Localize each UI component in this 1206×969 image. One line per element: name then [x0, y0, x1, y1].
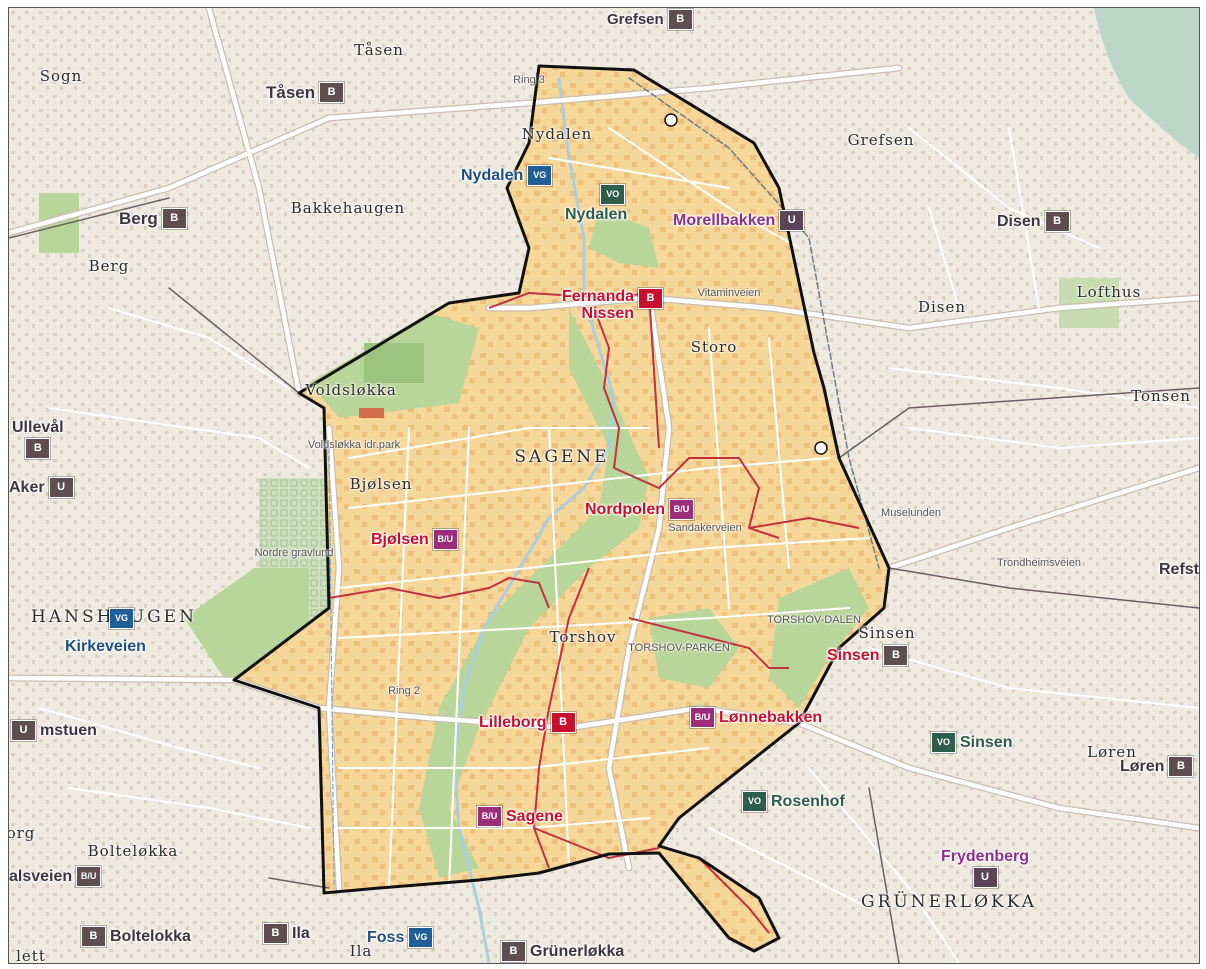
- school-alsveien-name: alsveien: [9, 868, 73, 885]
- school-fernanda-nissen-name-line2: Nissen: [581, 305, 635, 322]
- school-nydalen-vo[interactable]: VO Nydalen: [565, 184, 627, 223]
- school-ullevaal-badge: B: [25, 438, 51, 459]
- district-border: [232, 64, 891, 953]
- akerselva-river: [452, 77, 616, 963]
- school-sagene[interactable]: B/U Sagene: [477, 806, 563, 827]
- school-bjolsen[interactable]: Bjølsen B/U: [371, 529, 458, 550]
- school-boltelokka-name: Boltelokka: [110, 928, 191, 945]
- school-ullevaal-u-name: mstuen: [40, 722, 97, 739]
- school-sinsen-vo[interactable]: VO Sinsen: [931, 732, 1012, 753]
- school-aker-name: Aker: [9, 479, 45, 496]
- school-grefsen-name: Grefsen: [607, 11, 664, 28]
- school-rosenhof[interactable]: VO Rosenhof: [742, 791, 845, 812]
- metro-station-marker: [664, 113, 678, 127]
- school-ullevaal-u[interactable]: U mstuen: [11, 720, 97, 741]
- school-loren-name: Løren: [1120, 758, 1165, 775]
- school-kirkeveien[interactable]: Kirkeveien: [65, 638, 146, 655]
- school-frydenberg-badge: U: [972, 867, 998, 888]
- school-nydalen-vo-name: Nydalen: [565, 206, 628, 223]
- school-kirkeveien-name: Kirkeveien: [65, 638, 146, 655]
- school-bjolsen-name: Bjølsen: [371, 531, 429, 548]
- school-tasen-badge: B: [319, 82, 345, 103]
- school-rosenhof-name: Rosenhof: [771, 793, 845, 810]
- school-boltelokka[interactable]: B Boltelokka: [81, 926, 191, 947]
- school-ullevaal-u-badge: U: [11, 720, 36, 741]
- school-frydenberg[interactable]: Frydenberg U: [941, 848, 1029, 888]
- school-refstad-name: Refst: [1159, 561, 1200, 578]
- school-grunerlokka[interactable]: B Grünerløkka: [501, 941, 624, 962]
- park-river: [419, 308, 649, 878]
- school-boltelokka-badge: B: [81, 926, 106, 947]
- school-sinsen-name: Sinsen: [827, 647, 880, 664]
- school-bjolsen-badge: B/U: [432, 529, 458, 550]
- school-lonnebakken-name: Lønnebakken: [719, 709, 823, 726]
- school-nordpolen-name: Nordpolen: [585, 501, 665, 518]
- school-morellbakken-badge: U: [779, 210, 805, 231]
- school-disen-name: Disen: [997, 213, 1041, 230]
- school-nordpolen-badge: B/U: [669, 499, 694, 520]
- school-rosenhof-badge: VO: [742, 791, 767, 812]
- school-nydalen-vgs-name: Nydalen: [461, 167, 524, 184]
- school-foss-badge: VG: [408, 927, 434, 948]
- school-lilleborg-badge: B: [550, 712, 576, 733]
- school-ila-badge: B: [263, 923, 288, 944]
- map-canvas[interactable]: [9, 8, 1199, 963]
- school-foss[interactable]: Foss VG: [367, 927, 434, 948]
- school-lilleborg[interactable]: Lilleborg B: [479, 712, 576, 733]
- red-track: [359, 408, 384, 418]
- school-fernanda-nissen-name: Fernanda Nissen: [562, 288, 634, 322]
- road-network: [9, 8, 1199, 963]
- school-ila-name: Ila: [292, 925, 310, 942]
- school-ila[interactable]: B Ila: [263, 923, 310, 944]
- school-aker[interactable]: Aker U: [9, 477, 74, 498]
- school-ullevaal[interactable]: Ullevål B: [12, 419, 64, 459]
- school-st-hanshaugen-vgs-badge: VG: [109, 608, 134, 629]
- subdistrict-borders: [328, 291, 860, 934]
- school-tasen-name: Tåsen: [266, 83, 316, 102]
- school-disen[interactable]: Disen B: [997, 211, 1070, 232]
- school-lonnebakken-badge: B/U: [690, 707, 715, 728]
- school-sagene-badge: B/U: [477, 806, 502, 827]
- school-grunerlokka-badge: B: [501, 941, 526, 962]
- school-sinsen-badge: B: [883, 645, 909, 666]
- school-grefsen[interactable]: Grefsen B: [607, 9, 693, 30]
- park-torshovdalen: [769, 568, 869, 708]
- school-fernanda-nissen-name-line1: Fernanda: [562, 288, 635, 305]
- school-fernanda-nissen[interactable]: Fernanda Nissen B: [562, 288, 664, 322]
- school-morellbakken-name: Morellbakken: [673, 212, 776, 229]
- school-frydenberg-name: Frydenberg: [941, 848, 1030, 865]
- school-loren-badge: B: [1168, 756, 1194, 777]
- park-hill: [589, 208, 659, 268]
- school-sinsen-vo-badge: VO: [931, 732, 956, 753]
- school-refstad[interactable]: Refst: [1159, 561, 1199, 578]
- school-nydalen-vgs-badge: VG: [527, 165, 553, 186]
- school-ullevaal-name: Ullevål: [12, 419, 64, 436]
- school-sagene-name: Sagene: [506, 808, 563, 825]
- school-st-hanshaugen-vgs[interactable]: VG: [109, 608, 134, 629]
- school-sinsen[interactable]: Sinsen B: [827, 645, 909, 666]
- school-morellbakken[interactable]: Morellbakken U: [673, 210, 805, 231]
- school-loren[interactable]: Løren B: [1120, 756, 1194, 777]
- school-aker-badge: U: [48, 477, 74, 498]
- school-lonnebakken[interactable]: B/U Lønnebakken: [690, 707, 822, 728]
- school-alsveien-badge: B/U: [76, 866, 102, 887]
- school-grefsen-badge: B: [667, 9, 693, 30]
- lake: [1094, 8, 1199, 158]
- school-tasen[interactable]: Tåsen B: [266, 82, 345, 103]
- school-sinsen-vo-name: Sinsen: [960, 734, 1013, 751]
- metro-station-marker-2: [814, 441, 828, 455]
- school-fernanda-nissen-badge: B: [638, 288, 664, 309]
- map-viewport[interactable]: Sogn Tåsen Nydalen Grefsen Bakkehaugen B…: [8, 7, 1200, 964]
- school-disen-badge: B: [1044, 211, 1070, 232]
- school-berg-badge: B: [161, 208, 187, 229]
- school-berg-name: Berg: [119, 209, 158, 228]
- school-alsveien[interactable]: alsveien B/U: [9, 866, 102, 887]
- school-nordpolen[interactable]: Nordpolen B/U: [585, 499, 694, 520]
- school-nydalen-vgs[interactable]: Nydalen VG: [461, 165, 553, 186]
- school-berg[interactable]: Berg B: [119, 208, 187, 229]
- school-lilleborg-name: Lilleborg: [479, 714, 547, 731]
- school-grunerlokka-name: Grünerløkka: [530, 943, 625, 960]
- school-nydalen-vo-badge: VO: [600, 184, 626, 205]
- school-foss-name: Foss: [367, 929, 405, 946]
